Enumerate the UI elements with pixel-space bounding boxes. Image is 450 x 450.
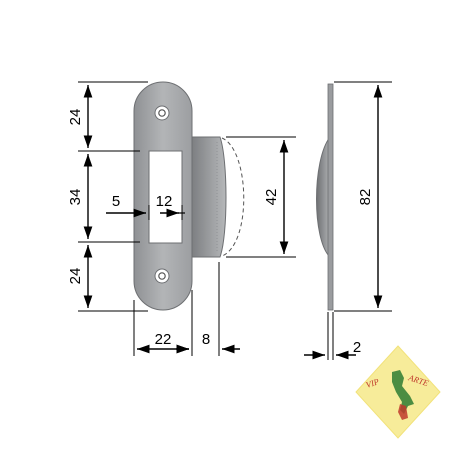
dim-slot-offset-label: 5	[112, 193, 120, 210]
dimension-lines	[83, 85, 383, 360]
dim-bottom-label: 24	[67, 268, 84, 285]
dim-thickness-label: 2	[353, 339, 361, 356]
dim-slot-width-label: 12	[156, 193, 173, 210]
latch-slot	[148, 150, 183, 244]
screw-hole-bottom	[154, 268, 170, 284]
dim-tongue-depth-label: 8	[202, 331, 210, 348]
side-plate	[327, 83, 334, 311]
extension-lines	[78, 81, 392, 360]
strike-tongue	[191, 136, 227, 258]
dim-side-length-label: 82	[357, 189, 374, 206]
tongue-dashed-outline	[221, 137, 245, 257]
logo-italy-south-icon	[398, 404, 408, 420]
vip-arte-logo: VIP ARTE	[355, 345, 441, 439]
dim-tongue-label: 42	[263, 189, 280, 206]
side-view	[316, 83, 334, 311]
dim-top-label: 24	[67, 109, 84, 126]
dimension-labels: 24 34 24 5 12 42 82 22 8 2	[67, 109, 374, 356]
logo-italy-map-icon	[392, 370, 414, 414]
front-view	[133, 81, 245, 311]
screw-hole-top	[154, 105, 170, 121]
dim-plate-width-label: 22	[155, 331, 172, 348]
logo-word-left: VIP	[365, 376, 381, 390]
dim-middle-label: 34	[67, 189, 84, 206]
